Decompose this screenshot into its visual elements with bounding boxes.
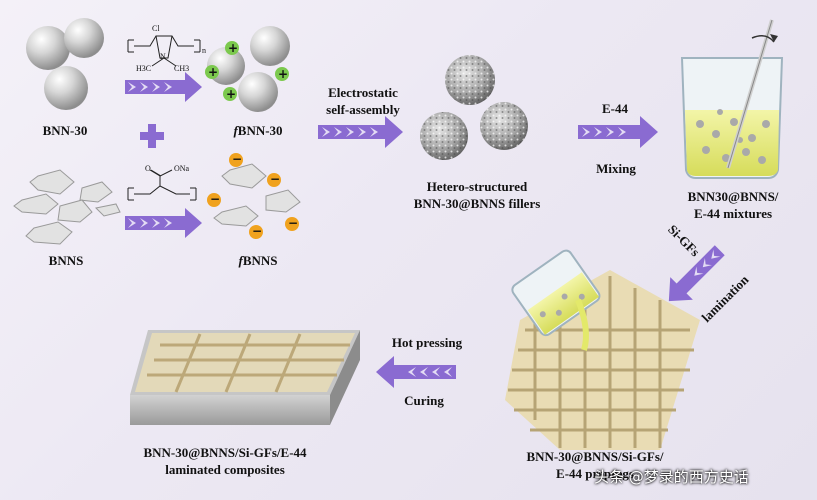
laminated-composite [130,330,360,425]
arrow-mixing [578,116,658,148]
label-prepreg: BNN-30@BNNS/Si-GFs/ E-44 prepregs [500,448,690,482]
label-bnns: BNNS [48,253,84,268]
bnn30-spheres [26,18,104,110]
watermark: 头条 @梦录的西方史话 [594,468,749,486]
arrow-hot-pressing [376,356,456,388]
positive-charge-3: + [226,87,237,101]
positive-charge-4: + [278,67,289,81]
negative-charge-1: − [232,152,243,166]
arrow-modify-bnn30 [125,72,202,102]
label-curing: Curing [404,393,444,408]
negative-charge-3: − [210,192,221,206]
label-fbnn30: fBNN-30 [218,122,298,139]
pouring-beaker [511,249,601,337]
chem-ona: ONa [174,164,190,173]
arrow-modify-bnns [125,208,202,238]
positive-charge-2: + [208,65,219,79]
negative-charge-icons [207,153,299,239]
chem-o: O [145,164,151,173]
arrow-lamination [668,245,725,302]
fbnns-sheets [213,163,301,227]
label-hetero: Hetero-structured BNN-30@BNNS fillers [392,178,562,212]
arrow-electrostatic [318,116,403,148]
hetero-structured-fillers [420,55,528,160]
chem-cl: Cl [152,24,160,33]
label-mixture: BNN30@BNNS/ E-44 mixtures [668,188,798,222]
label-fbnn30-rest: BNN-30 [237,123,283,138]
label-hot-pressing: Hot pressing [391,335,463,350]
paana-structure [127,169,197,201]
label-composite-line1: BNN-30@BNNS/Si-GFs/E-44 [143,445,307,460]
negative-charge-4: − [288,216,299,230]
chem-n-sub-top: n [202,46,206,55]
label-fbnns-rest: BNNS [242,253,278,268]
chem-h3c: H3C [136,64,152,73]
chem-ch3: CH3 [174,64,190,73]
plus-sign-icon [140,124,164,148]
chem-n-plus: N [160,52,166,61]
prepreg-fabric [505,249,700,450]
pdda-structure [127,35,201,67]
positive-charge-1: + [228,41,239,55]
label-prepreg-line2: E-44 prepregs [556,466,634,481]
label-electrostatic: Electrostatic self-assembly [308,84,418,118]
label-composite-line2: laminated composites [165,462,285,477]
bnns-sheets [13,169,121,245]
label-mixing: Mixing [596,161,636,176]
label-electrostatic-line1: Electrostatic [328,85,398,100]
label-fbnn30-prefix: f [233,123,238,138]
label-fbnns-prefix: f [238,253,243,268]
beaker-mixture [680,19,784,179]
label-composite: BNN-30@BNNS/Si-GFs/E-44 laminated compos… [110,444,340,478]
label-hetero-line1: Hetero-structured [426,179,528,194]
negative-charge-2: − [270,172,281,186]
label-e44: E-44 [602,101,628,116]
label-hetero-line2: BNN-30@BNNS fillers [413,196,541,211]
label-bnn30: BNN-30 [42,123,88,138]
positive-charge-icons [205,41,289,101]
label-mixture-line1: BNN30@BNNS/ [687,189,779,204]
label-electrostatic-line2: self-assembly [326,102,400,117]
label-mixture-line2: E-44 mixtures [693,206,773,221]
label-prepreg-line1: BNN-30@BNNS/Si-GFs/ [526,449,664,464]
negative-charge-5: − [252,224,263,238]
label-fbnns: fBNNS [228,252,288,269]
